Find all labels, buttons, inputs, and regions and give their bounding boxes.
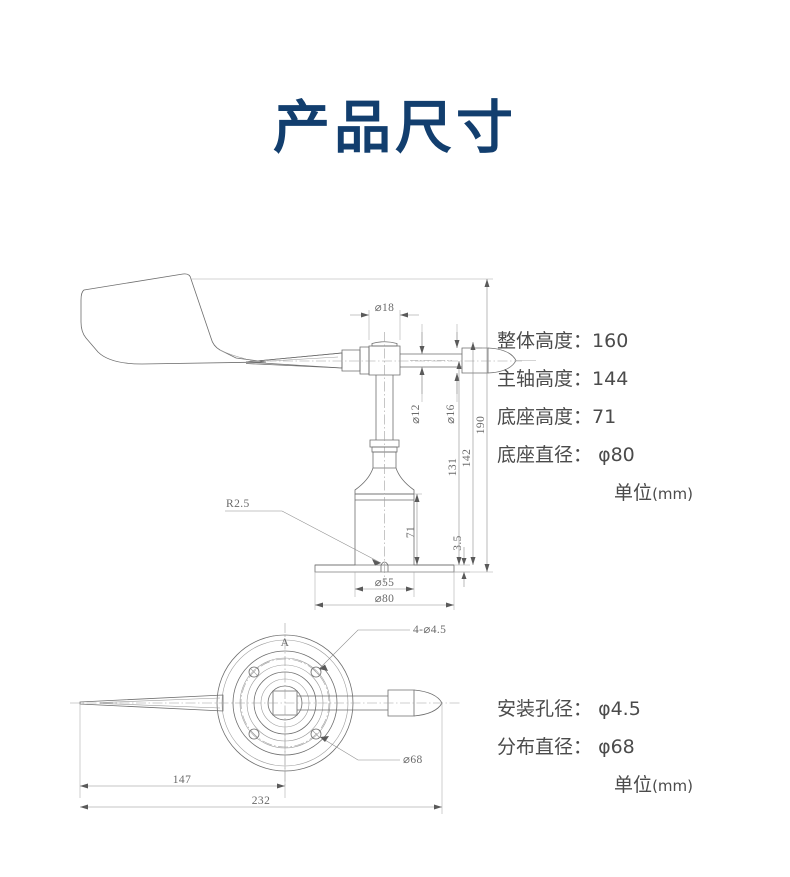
spec-label-base-height: 底座高度：	[497, 406, 593, 428]
spec-value-overall-height: 160	[592, 330, 629, 352]
spec-value-unit-bottom: (mm)	[652, 777, 693, 795]
spec-label-pitch-diameter: 分布直径：	[497, 736, 593, 758]
dim-4-holes: 4-⌀4.5	[413, 624, 446, 636]
dim-dia-12: ⌀12	[410, 404, 422, 424]
spec-row-unit-bottom: 单位(mm)	[497, 766, 693, 804]
spec-row-shaft-height: 主轴高度：144	[497, 360, 747, 398]
dim-dia-18: ⌀18	[375, 302, 395, 314]
spec-row-base-height: 底座高度：71	[497, 398, 747, 436]
dim-dia-68: ⌀68	[403, 754, 423, 766]
dim-142: 142	[461, 449, 473, 467]
dim-dia-80: ⌀80	[375, 593, 395, 605]
side-elevation-drawing: ⌀18 ⌀12 ⌀16 3.5	[70, 262, 536, 617]
dim-147: 147	[173, 774, 191, 786]
dim-71: 71	[405, 526, 417, 538]
spec-value-pitch-diameter: φ68	[598, 736, 635, 758]
spec-value-unit-top: (mm)	[652, 485, 693, 503]
plan-view-spec-list: 安装孔径： φ4.5 分布直径： φ68 单位(mm)	[497, 690, 747, 804]
dim-dia-55: ⌀55	[375, 577, 395, 589]
page-title: 产品尺寸	[273, 95, 517, 161]
dim-232: 232	[252, 795, 270, 807]
plan-view-drawing: A 4-⌀4.5 ⌀68 147 232	[70, 618, 500, 823]
dim-r2-5: R2.5	[226, 498, 250, 510]
dim-3-5: 3.5	[452, 535, 464, 551]
spec-label-hole-diameter: 安装孔径：	[497, 698, 593, 720]
spec-label-base-diameter: 底座直径：	[497, 444, 593, 466]
dim-131: 131	[447, 458, 459, 476]
dim-dia-16: ⌀16	[445, 404, 457, 424]
spec-row-hole-diameter: 安装孔径： φ4.5	[497, 690, 747, 728]
spec-row-base-diameter: 底座直径： φ80	[497, 436, 747, 474]
spec-row-overall-height: 整体高度：160	[497, 322, 747, 360]
spec-row-pitch-diameter: 分布直径： φ68	[497, 728, 747, 766]
spec-value-hole-diameter: φ4.5	[598, 698, 641, 720]
spec-value-shaft-height: 144	[592, 368, 629, 390]
side-view-spec-list: 整体高度：160 主轴高度：144 底座高度：71 底座直径： φ80 单位(m…	[497, 322, 747, 512]
spec-label-unit-top: 单位	[614, 482, 653, 504]
section-mark-a: A	[281, 637, 290, 649]
spec-label-overall-height: 整体高度：	[497, 330, 593, 352]
dim-190: 190	[475, 416, 487, 434]
spec-row-unit-top: 单位(mm)	[497, 474, 693, 512]
spec-value-base-diameter: φ80	[598, 444, 635, 466]
spec-label-shaft-height: 主轴高度：	[497, 368, 593, 390]
spec-label-unit-bottom: 单位	[614, 774, 653, 796]
spec-value-base-height: 71	[592, 406, 617, 428]
